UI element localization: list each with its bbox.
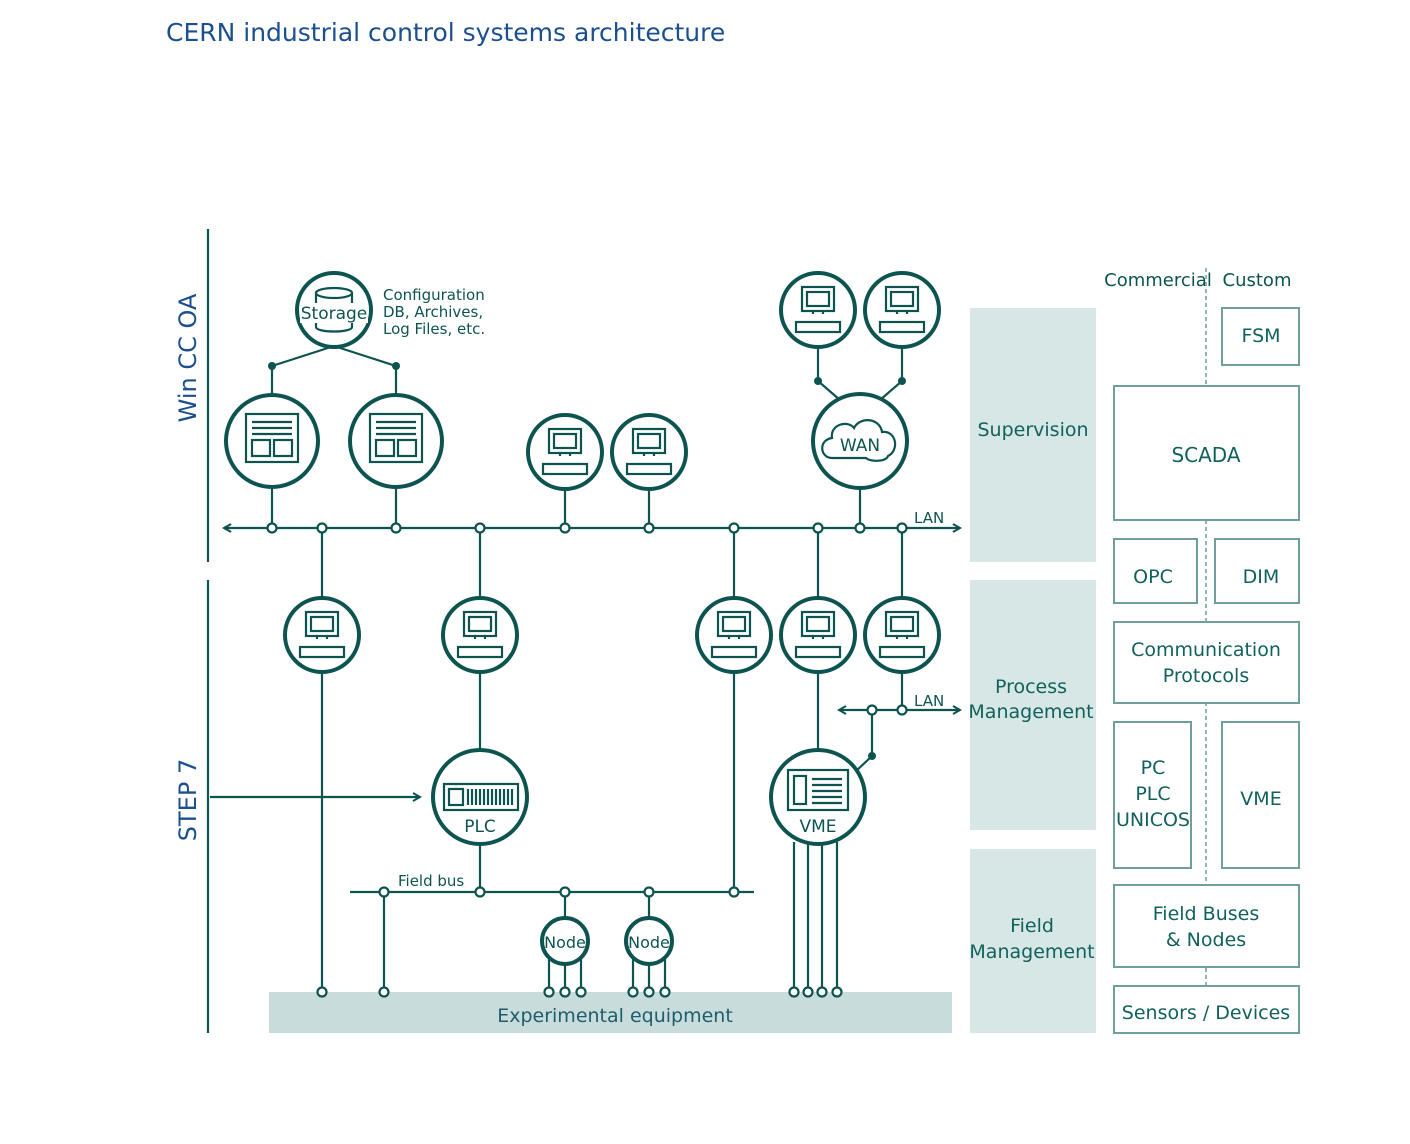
computer-icon — [794, 610, 842, 659]
wincc-server-1 — [224, 393, 320, 489]
page-title: CERN industrial control systems architec… — [166, 18, 726, 47]
field-node-2: Node — [624, 916, 674, 966]
vme-label: VME — [799, 817, 836, 837]
process-pc-4 — [779, 596, 857, 674]
computer-icon — [541, 427, 589, 476]
field-management-label-2: Management — [969, 941, 1094, 963]
computer-icon — [878, 285, 926, 334]
storage-label: Storage — [301, 304, 368, 324]
computer-icon — [298, 610, 346, 659]
plc-node: PLC — [431, 748, 529, 846]
lan-pc-2 — [610, 413, 688, 491]
commercial-label: Commercial — [1104, 270, 1212, 291]
pc-plc-unicos-box — [1113, 721, 1192, 869]
lan-top-label: LAN — [914, 509, 944, 527]
experimental-equipment-label: Experimental equipment — [497, 1005, 733, 1027]
storage-description: Configuration DB, Archives, Log Files, e… — [383, 286, 485, 338]
wincc-label: Win CC OA — [174, 293, 202, 422]
node-label: Node — [544, 933, 586, 952]
svg-text:Log Files, etc.: Log Files, etc. — [383, 320, 485, 338]
supervision-band — [970, 308, 1096, 562]
wan-pc-2 — [863, 271, 941, 349]
lan-mid-label: LAN — [914, 692, 944, 710]
wincc-server-2 — [348, 393, 444, 489]
opc-label: OPC — [1133, 566, 1173, 588]
process-management-band — [970, 580, 1096, 830]
supervision-label: Supervision — [977, 419, 1088, 441]
process-management-label-1: Process — [995, 676, 1067, 698]
wan-node: WAN — [811, 392, 909, 490]
unicos-label: UNICOS — [1116, 809, 1190, 831]
process-pc-1 — [283, 596, 361, 674]
computer-icon — [794, 285, 842, 334]
step7-label: STEP 7 — [174, 759, 202, 841]
plc-stack-label: PLC — [1135, 783, 1170, 805]
storage-node: Storage — [295, 271, 373, 349]
field-management-label-1: Field — [1010, 915, 1054, 937]
svg-text:DB, Archives,: DB, Archives, — [383, 303, 483, 321]
field-buses-box — [1113, 884, 1300, 968]
vme-stack-label: VME — [1240, 788, 1281, 810]
field-bus-label: Field bus — [398, 872, 464, 890]
process-pc-5 — [863, 596, 941, 674]
computer-icon — [878, 610, 926, 659]
svg-text:Configuration: Configuration — [383, 286, 485, 304]
computer-icon — [710, 610, 758, 659]
communication-label-1: Communication — [1131, 639, 1281, 661]
field-node-1: Node — [540, 916, 590, 966]
experimental-equipment-band — [269, 992, 952, 1033]
connection-points — [266, 522, 908, 998]
sensors-devices-label: Sensors / Devices — [1122, 1002, 1290, 1024]
custom-label: Custom — [1223, 270, 1292, 291]
lan-pc-1 — [526, 413, 604, 491]
vme-node: VME — [769, 748, 867, 846]
opc-box — [1113, 538, 1198, 604]
dim-label: DIM — [1243, 566, 1280, 588]
field-buses-label-1: Field Buses — [1153, 903, 1259, 925]
scada-label: SCADA — [1171, 443, 1240, 467]
cloud-icon — [821, 419, 897, 462]
server-window-icon — [368, 412, 424, 464]
vme-stack-box — [1221, 721, 1300, 869]
scada-box — [1113, 385, 1300, 521]
communication-protocols-box — [1113, 621, 1300, 704]
process-pc-2 — [441, 596, 519, 674]
process-management-label-2: Management — [968, 701, 1093, 723]
process-pc-3 — [695, 596, 773, 674]
node-label: Node — [628, 933, 670, 952]
fsm-box — [1221, 307, 1300, 366]
plc-label: PLC — [464, 817, 496, 837]
computer-icon — [456, 610, 504, 659]
computer-icon — [625, 427, 673, 476]
field-management-band — [970, 849, 1096, 1033]
sensors-devices-box — [1113, 985, 1300, 1034]
fsm-label: FSM — [1241, 325, 1280, 347]
communication-label-2: Protocols — [1163, 665, 1249, 687]
wan-label: WAN — [840, 436, 880, 456]
server-window-icon — [244, 412, 300, 464]
wan-pc-1 — [779, 271, 857, 349]
dim-box — [1214, 538, 1300, 604]
field-buses-label-2: & Nodes — [1166, 929, 1246, 951]
pc-label: PC — [1141, 757, 1166, 779]
